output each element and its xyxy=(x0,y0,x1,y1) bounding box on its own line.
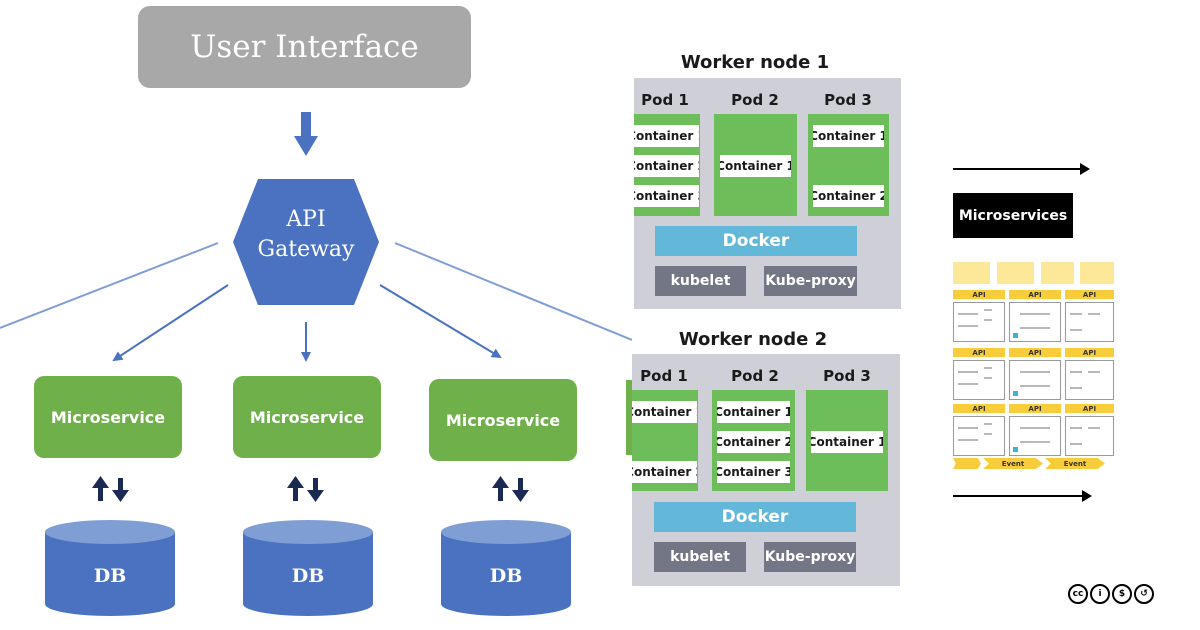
node2-pod1-container1: Container 1 xyxy=(632,401,697,423)
node1-pod1-container1: Container 1 xyxy=(634,125,699,147)
by-icon: i xyxy=(1090,584,1110,604)
node1-pod1-container2: Container 2 xyxy=(634,155,699,177)
client-block-1 xyxy=(953,262,990,284)
service-box-r1-2 xyxy=(1009,302,1061,342)
sa-icon: ↺ xyxy=(1134,584,1154,604)
gateway-label-line1: API xyxy=(286,207,326,232)
top-flow-line xyxy=(953,168,1081,170)
db-cylinder-2 xyxy=(243,520,373,616)
api-bar-r1-3: API xyxy=(1065,290,1114,299)
bottom-flow-line xyxy=(953,495,1083,497)
db-label-1: DB xyxy=(93,565,127,587)
event-bus-segment-1 xyxy=(953,458,981,469)
bottom-flow-arrowhead xyxy=(1082,490,1092,502)
node1-pod3-label: Pod 3 xyxy=(824,91,872,109)
api-bar-r2-2: API xyxy=(1009,348,1061,357)
microservice-edge-partial xyxy=(626,380,632,455)
db-label-2: DB xyxy=(291,565,325,587)
service-box-r3-1 xyxy=(953,416,1005,456)
service-box-r2-3 xyxy=(1065,360,1114,400)
service-box-r3-3 xyxy=(1065,416,1114,456)
node1-kube-proxy: Kube-proxy xyxy=(764,266,857,296)
client-block-3 xyxy=(1041,262,1074,284)
db-label-3: DB xyxy=(489,565,523,587)
gateway-label-line2: Gateway xyxy=(257,237,355,262)
node1-kubelet: kubelet xyxy=(655,266,746,296)
event-bus-segment-2: Event xyxy=(983,458,1043,469)
sync-arrows-3 xyxy=(492,476,529,502)
node2-pod2-label: Pod 2 xyxy=(731,367,779,385)
license-badge: cc i $ ↺ xyxy=(1068,584,1154,606)
gateway-arrow-left xyxy=(112,284,229,362)
cc-icon: cc xyxy=(1068,584,1088,604)
user-interface-box: User Interface xyxy=(138,6,471,88)
microservice-box-1: Microservice xyxy=(34,376,182,458)
node2-pod2-container1: Container 1 xyxy=(717,401,790,423)
service-box-r1-1 xyxy=(953,302,1005,342)
service-box-r2-1 xyxy=(953,360,1005,400)
worker-node-1-title: Worker node 1 xyxy=(680,52,830,73)
service-box-r1-3 xyxy=(1065,302,1114,342)
worker-node-2-title: Worker node 2 xyxy=(678,329,828,350)
architecture-diagram xyxy=(0,112,632,616)
node1-pod1-container3: Container 3 xyxy=(634,185,699,207)
api-bar-r3-3: API xyxy=(1065,404,1114,413)
db-cylinder-1 xyxy=(45,520,175,616)
node1-pod1-label: Pod 1 xyxy=(641,91,689,109)
api-bar-r1-2: API xyxy=(1009,290,1061,299)
api-gateway-label: API Gateway xyxy=(236,200,376,270)
client-block-2 xyxy=(997,262,1034,284)
node2-kubelet: kubelet xyxy=(654,542,746,572)
node1-pod3-container2: Container 2 xyxy=(813,185,884,207)
gateway-link-far-right xyxy=(394,242,632,341)
api-bar-r3-2: API xyxy=(1009,404,1061,413)
microservice-box-2: Microservice xyxy=(233,376,381,458)
service-box-r2-2 xyxy=(1009,360,1061,400)
db-cylinder-3 xyxy=(441,520,571,616)
ui-to-gateway-arrow xyxy=(294,112,318,156)
node2-kube-proxy: Kube-proxy xyxy=(764,542,856,572)
node1-pod2-container1: Container 1 xyxy=(720,155,791,177)
api-bar-r2-3: API xyxy=(1065,348,1114,357)
client-block-4 xyxy=(1080,262,1114,284)
sync-arrows-1 xyxy=(92,476,129,502)
api-bar-r1-1: API xyxy=(953,290,1005,299)
sync-arrows-2 xyxy=(287,476,324,502)
api-bar-r3-1: API xyxy=(953,404,1005,413)
node2-pod2-container2: Container 2 xyxy=(717,431,790,453)
service-box-r3-2 xyxy=(1009,416,1061,456)
node2-pod3-label: Pod 3 xyxy=(823,367,871,385)
node2-pod3-container1: Container 1 xyxy=(811,431,883,453)
top-flow-arrowhead xyxy=(1080,163,1090,175)
node2-pod1-container2: Container 2 xyxy=(632,461,697,483)
node1-docker: Docker xyxy=(655,226,857,256)
api-gateway-hexagon xyxy=(233,179,379,305)
microservice-box-3: Microservice xyxy=(429,379,577,461)
node2-docker: Docker xyxy=(654,502,856,532)
node2-pod1-label: Pod 1 xyxy=(640,367,688,385)
gateway-link-far-left xyxy=(0,242,219,329)
nc-icon: $ xyxy=(1112,584,1132,604)
microservices-title: Microservices xyxy=(953,193,1073,238)
node1-pod2-label: Pod 2 xyxy=(731,91,779,109)
api-bar-r2-1: API xyxy=(953,348,1005,357)
event-bus-segment-3: Event xyxy=(1045,458,1105,469)
node2-pod2-container3: Container 3 xyxy=(717,461,790,483)
gateway-arrow-right xyxy=(379,284,502,359)
node1-pod3-container1: Container 1 xyxy=(813,125,884,147)
